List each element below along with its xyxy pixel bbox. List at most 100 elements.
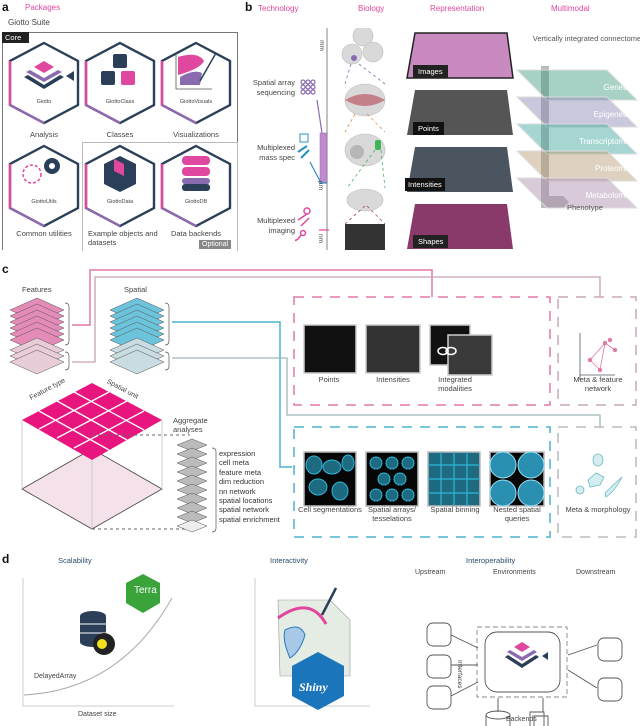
antibody-cyan-icon xyxy=(297,133,310,159)
pink-region xyxy=(277,606,328,625)
core-box-lower xyxy=(2,142,83,250)
giotto-logo-small-icon xyxy=(505,642,548,668)
scale-nm: nm xyxy=(317,233,325,244)
int-axes xyxy=(254,578,370,707)
intensities-thumb xyxy=(365,324,421,374)
feature-meta-connector xyxy=(72,276,601,363)
aggregate-item: spatial enrichment xyxy=(219,514,280,524)
aggregate-item: dim reduction xyxy=(219,477,265,487)
link-icon xyxy=(437,346,457,356)
biology-scale xyxy=(295,28,386,250)
feature-meta-caption: Meta & feature network xyxy=(573,375,623,393)
nested-caption: Nested spatial queries xyxy=(493,505,541,523)
aggregate-item: cell meta xyxy=(219,458,250,468)
col-representation: Representation xyxy=(430,4,485,13)
col-technology: Technology xyxy=(258,4,299,13)
omics-layer xyxy=(515,69,639,101)
omics-layer xyxy=(515,123,639,155)
tech-mass-spec: Multiplexed mass spec xyxy=(257,143,295,162)
cube-top xyxy=(22,383,162,460)
pkg-caption: Data backends xyxy=(170,229,222,238)
feature-rep-box xyxy=(293,296,551,406)
morphology-icon xyxy=(575,453,623,498)
hex-giottodata[interactable] xyxy=(84,144,156,228)
phenotype-arrow-shaft xyxy=(541,66,549,196)
spatial-rep-box xyxy=(293,426,551,538)
pkg-caption: Visualizations xyxy=(173,130,219,139)
panel-d-diagram xyxy=(22,574,623,726)
brain-section xyxy=(277,599,351,677)
giotto-suite-label: Giotto Suite xyxy=(8,18,50,27)
box-icon xyxy=(104,156,136,192)
interfaces-label: Interfaces xyxy=(456,660,463,689)
downstream-box xyxy=(597,637,623,662)
phenotype-label: Phenotype xyxy=(567,203,603,212)
pencil-icon xyxy=(320,587,338,616)
spatial-label: Spatial xyxy=(124,285,147,294)
panel-c-label: c xyxy=(2,262,9,276)
stack-layer xyxy=(109,349,165,375)
omics-layer xyxy=(515,96,639,128)
hex-giottovisuals[interactable] xyxy=(160,41,232,125)
pkg-name: GiottoClass xyxy=(105,99,135,105)
cubes-icon xyxy=(101,54,135,85)
panel-b-label: b xyxy=(245,0,253,14)
binning-caption: Spatial binning xyxy=(430,505,480,514)
omics-layer-label: Genetics xyxy=(603,83,635,92)
environments-label: Environments xyxy=(493,569,536,576)
points-thumb xyxy=(303,324,357,374)
pkg-caption: Example objects and datasets xyxy=(88,229,158,247)
feature-meta-box xyxy=(557,296,637,406)
aggregate-layer xyxy=(176,519,208,533)
aggregate-layer xyxy=(176,474,208,488)
pkg-name: GiottoUtils xyxy=(31,199,57,205)
interoperability-title: Interoperability xyxy=(466,556,516,565)
panel-d-label: d xyxy=(2,552,10,566)
aggregate-item: feature meta xyxy=(219,467,262,477)
shiny-label: Shiny xyxy=(299,680,328,694)
hex-giottoutils[interactable] xyxy=(8,144,80,228)
spatial-meta-box xyxy=(557,426,637,538)
pkg-name: GiottoDB xyxy=(184,199,208,205)
giotto-logo-icon xyxy=(24,61,74,89)
backends-label: Backends xyxy=(506,716,537,723)
hex-giotto[interactable] xyxy=(8,41,80,125)
tech-imaging: Multiplexed imaging xyxy=(257,216,295,235)
multimodal-title: Vertically integrated connectome xyxy=(532,34,640,43)
rep-intensities: Intensities xyxy=(405,178,445,191)
dataset-size-label: Dataset size xyxy=(78,711,117,718)
pkg-caption: Classes xyxy=(106,130,134,139)
omics-layer-label: Epigenetics xyxy=(593,110,635,119)
aggregate-item: nn network xyxy=(219,486,256,496)
aggregate-layer xyxy=(176,438,208,452)
core-box xyxy=(2,32,238,143)
delayedarray-label: DelayedArray xyxy=(34,673,77,680)
hex-giottodb[interactable] xyxy=(160,144,232,228)
network-icon xyxy=(579,333,618,380)
features-label: Features xyxy=(22,285,52,294)
gears-icon xyxy=(22,158,60,184)
omics-layer xyxy=(515,177,639,209)
phenotype-arrow-head xyxy=(541,196,569,208)
terra-label: Terra xyxy=(134,585,157,596)
scalability-title: Scalability xyxy=(58,556,92,565)
pkg-name: GiottoVisuals xyxy=(179,99,213,105)
pkg-caption: Common utilities xyxy=(16,229,72,238)
rep-shapes: Shapes xyxy=(413,235,449,248)
scal-axes xyxy=(22,578,174,707)
stack-layer xyxy=(9,349,65,375)
database-icon xyxy=(182,156,210,191)
hex-giottoclass[interactable] xyxy=(84,41,156,125)
col-multimodal: Multimodal xyxy=(551,4,590,13)
blue-region xyxy=(283,626,306,659)
rep-points-caption: Points xyxy=(318,375,340,384)
aggregate-item: expression xyxy=(219,449,256,458)
pkg-caption: Analysis xyxy=(30,130,58,139)
db-icon xyxy=(80,611,115,655)
aggregate-layer xyxy=(176,456,208,470)
aggregate-layer xyxy=(176,501,208,515)
col-biology: Biology xyxy=(358,4,385,13)
feature-connector xyxy=(72,269,433,326)
aggregate-title: Aggregate analyses xyxy=(173,416,208,434)
